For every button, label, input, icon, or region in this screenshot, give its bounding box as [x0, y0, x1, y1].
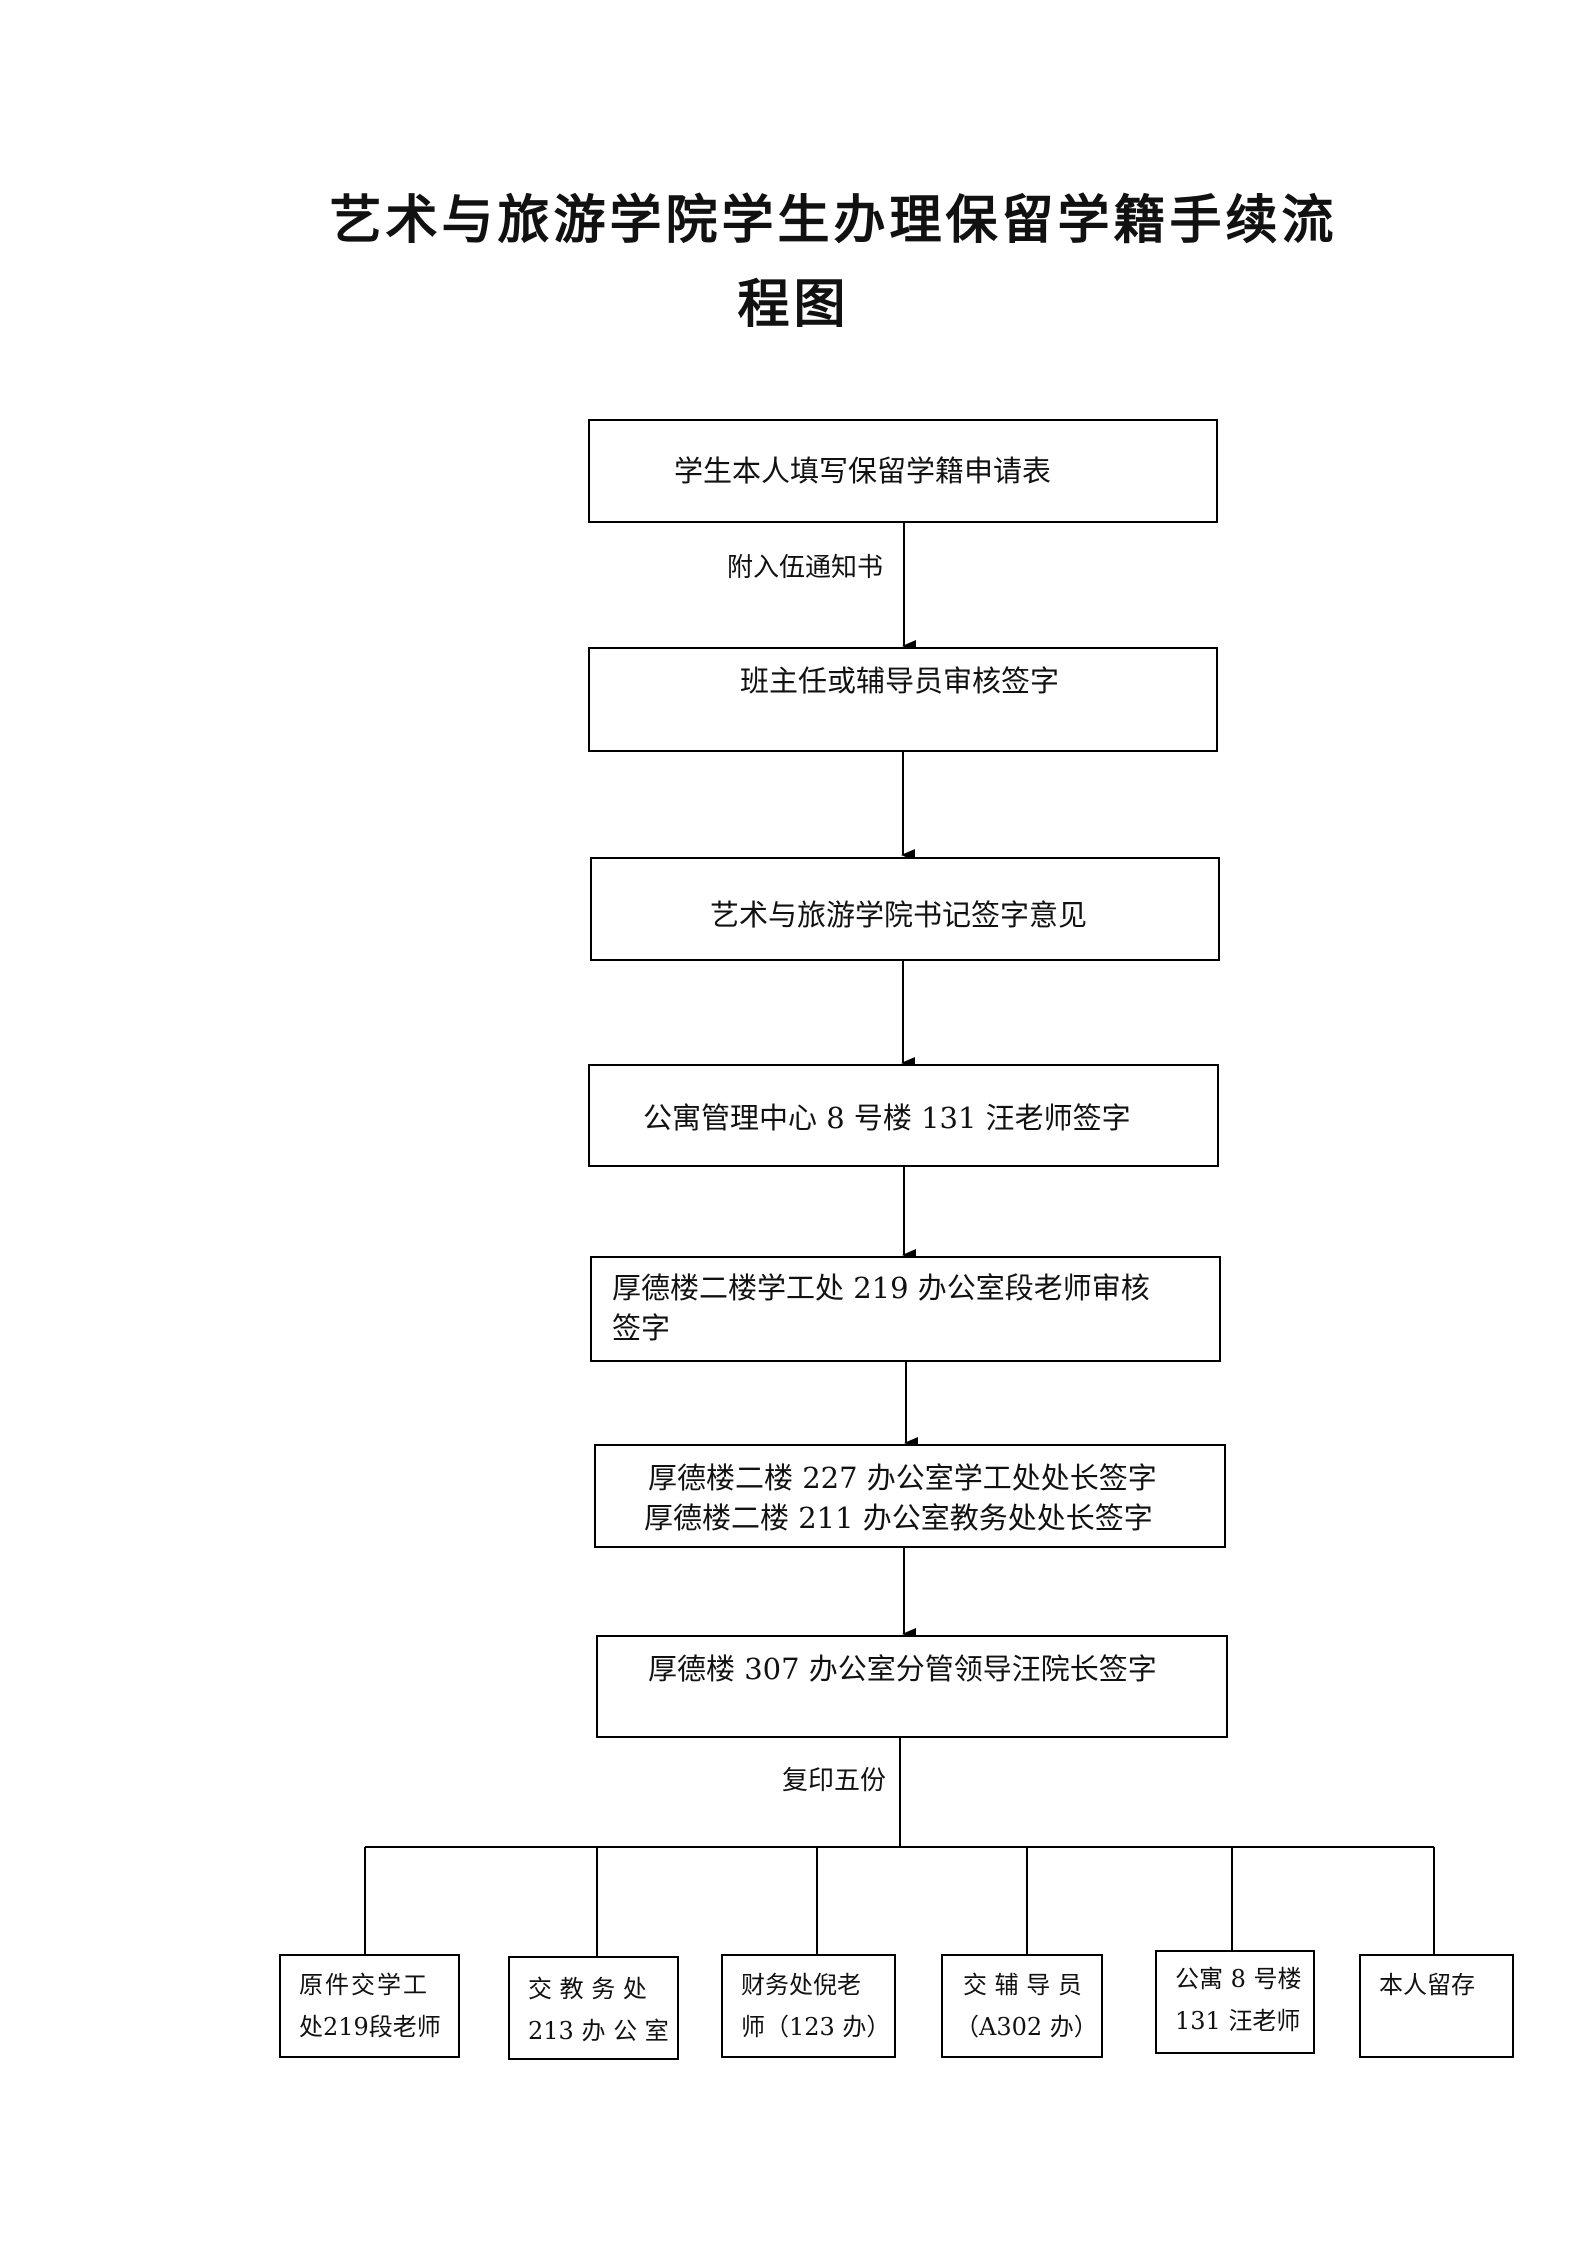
- destination-label: 原件交学工: [299, 1971, 429, 1999]
- step-apartment-center: 公寓管理中心 8 号楼 131 汪老师签字: [588, 1064, 1219, 1167]
- destination-label-continued: 213 办 公 室: [528, 2017, 669, 2045]
- step-label: 厚德楼二楼学工处 219 办公室段老师审核: [612, 1271, 1150, 1305]
- step-college-secretary: 艺术与旅游学院书记签字意见: [590, 857, 1220, 961]
- step-label: 厚德楼二楼 227 办公室学工处处长签字: [648, 1461, 1157, 1495]
- destination-self-keep: 本人留存: [1359, 1954, 1514, 2058]
- destination-label-continued: 师（123 办）: [741, 2013, 891, 2041]
- destination-academic-affairs: 交 教 务 处 213 办 公 室: [508, 1956, 679, 2060]
- page-title-continued: 程图: [737, 274, 850, 335]
- step-student-affairs-review: 厚德楼二楼学工处 219 办公室段老师审核 签字: [590, 1256, 1221, 1362]
- step-label: 学生本人填写保留学籍申请表: [674, 454, 1052, 488]
- step-fill-application: 学生本人填写保留学籍申请表: [588, 419, 1218, 523]
- step-label: 厚德楼二楼 211 办公室教务处处长签字: [644, 1501, 1153, 1535]
- step-label: 厚德楼 307 办公室分管领导汪院长签字: [648, 1652, 1157, 1686]
- step-label-continued: 签字: [612, 1311, 671, 1345]
- destination-label: 交 教 务 处: [528, 1975, 647, 2003]
- destination-label: 财务处倪老: [741, 1971, 861, 1999]
- destination-label: 本人留存: [1379, 1971, 1475, 1999]
- step-label: 艺术与旅游学院书记签字意见: [710, 898, 1088, 932]
- attach-notice-label: 附入伍通知书: [727, 553, 884, 583]
- destination-label-continued: 处219段老师: [299, 2013, 441, 2041]
- step-label: 公寓管理中心 8 号楼 131 汪老师签字: [643, 1101, 1131, 1135]
- destination-label-continued: （A302 办）: [955, 2013, 1098, 2041]
- destination-student-affairs: 原件交学工 处219段老师: [279, 1954, 460, 2058]
- step-label: 班主任或辅导员审核签字: [740, 664, 1060, 698]
- page-title: 艺术与旅游学院学生办理保留学籍手续流: [329, 190, 1338, 251]
- step-directors-sign: 厚德楼二楼 227 办公室学工处处长签字 厚德楼二楼 211 办公室教务处处长签…: [594, 1444, 1226, 1548]
- destination-finance: 财务处倪老 师（123 办）: [721, 1954, 896, 2058]
- destination-apartment: 公寓 8 号楼 131 汪老师: [1155, 1950, 1315, 2054]
- step-advisor-review: 班主任或辅导员审核签字: [588, 647, 1218, 752]
- copies-label: 复印五份: [782, 1766, 887, 1796]
- destination-label-continued: 131 汪老师: [1175, 2007, 1301, 2035]
- destination-counselor: 交 辅 导 员 （A302 办）: [941, 1954, 1103, 2058]
- step-vice-president-sign: 厚德楼 307 办公室分管领导汪院长签字: [596, 1635, 1228, 1738]
- destination-label: 公寓 8 号楼: [1175, 1965, 1302, 1993]
- destination-label: 交 辅 导 员: [963, 1971, 1082, 1999]
